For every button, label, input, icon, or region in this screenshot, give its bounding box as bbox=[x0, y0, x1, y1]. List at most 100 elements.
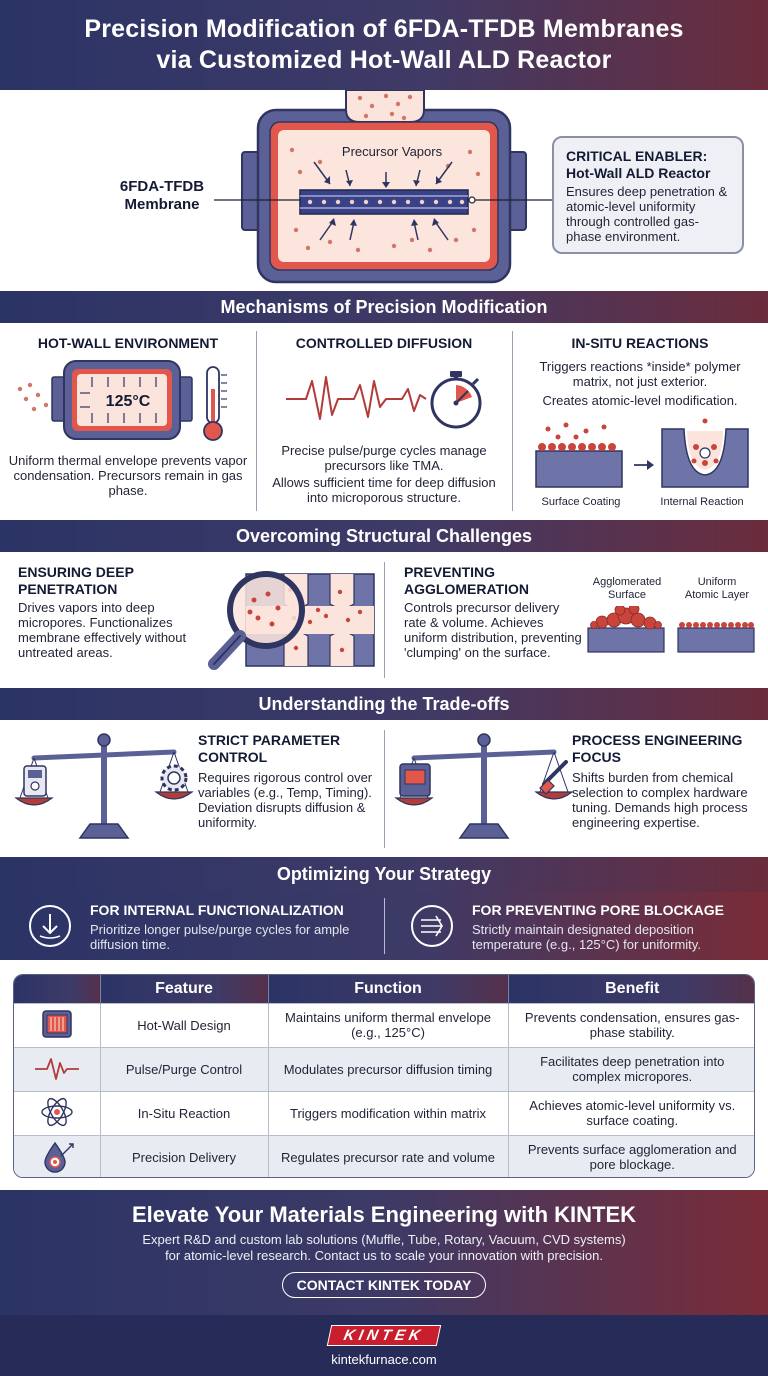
table-row: Hot-Wall Design Maintains uniform therma… bbox=[14, 1002, 754, 1047]
agglomeration-text: Controls precursor delivery rate & volum… bbox=[404, 600, 582, 660]
feature-table: Feature Function Benefit Hot-Wall Design… bbox=[13, 974, 755, 1178]
divider bbox=[512, 331, 513, 511]
agglomeration-title: PREVENTING AGGLOMERATION bbox=[404, 564, 529, 597]
table-header-row: Feature Function Benefit bbox=[14, 975, 754, 1003]
pore-blockage-title: FOR PREVENTING PORE BLOCKAGE bbox=[472, 902, 725, 918]
in-situ-title: IN-SITU REACTIONS bbox=[571, 335, 709, 351]
hot-wall-icon bbox=[17, 360, 227, 441]
membrane-dots bbox=[307, 199, 465, 205]
table-cell-benefit: Prevents condensation, ensures gas-phase… bbox=[508, 1002, 754, 1047]
page-title-line-1: Precision Modification of 6FDA-TFDB Memb… bbox=[84, 15, 684, 43]
downward-arrow-icon bbox=[29, 905, 71, 947]
membrane-label: 6FDA-TFDB Membrane bbox=[119, 178, 205, 213]
internal-functionalization-text: Prioritize longer pulse/purge cycles for… bbox=[90, 922, 350, 952]
membrane-pattern bbox=[300, 195, 468, 209]
pulse-timer-icon bbox=[286, 371, 482, 429]
tradeoffs-section: STRICT PARAMETER CONTROL Requires rigoro… bbox=[0, 720, 768, 856]
strict-parameter-title: STRICT PARAMETER CONTROL bbox=[198, 732, 341, 765]
table-cell-feature: In-Situ Reaction bbox=[100, 1090, 269, 1135]
table-header-icon bbox=[14, 975, 101, 1003]
process-engineering-title: PROCESS ENGINEERING FOCUS bbox=[572, 732, 743, 765]
uniform-label: Uniform Atomic Layer bbox=[684, 576, 750, 601]
reactor-diagram bbox=[214, 90, 552, 284]
challenges-section: ENSURING DEEP PENETRATION Drives vapors … bbox=[0, 552, 768, 687]
chamber-particles bbox=[289, 147, 481, 253]
table-cell-feature: Pulse/Purge Control bbox=[100, 1046, 269, 1091]
hot-wall-temperature: 125°C bbox=[105, 393, 151, 410]
inlet-particles bbox=[357, 93, 413, 121]
table-cell-feature: Hot-Wall Design bbox=[100, 1002, 269, 1047]
divider bbox=[384, 730, 385, 848]
callout-title-2: Hot-Wall ALD Reactor bbox=[566, 165, 711, 181]
surface-coating-label: Surface Coating bbox=[541, 496, 621, 508]
flow-arrows-icon bbox=[411, 905, 453, 947]
table-cell-icon bbox=[14, 1002, 101, 1047]
table-row: Pulse/Purge Control Modulates precursor … bbox=[14, 1046, 754, 1091]
table-row: Precision Delivery Regulates precursor r… bbox=[14, 1134, 754, 1177]
strict-parameter-text: Requires rigorous control over variables… bbox=[198, 770, 373, 830]
in-situ-text-1: Triggers reactions *inside* polymer matr… bbox=[539, 359, 741, 389]
mechanisms-section: HOT-WALL ENVIRONMENT 125°C Uniform therm… bbox=[0, 323, 768, 519]
pore-blockage-text: Strictly maintain designated deposition … bbox=[472, 922, 701, 952]
hot-wall-title: HOT-WALL ENVIRONMENT bbox=[37, 335, 219, 351]
controlled-diffusion-title: CONTROLLED DIFFUSION bbox=[295, 335, 473, 351]
internal-reaction-label: Internal Reaction bbox=[660, 496, 744, 508]
table-cell-benefit: Prevents surface agglomeration and pore … bbox=[508, 1134, 754, 1177]
website-link[interactable]: kintekfurnace.com bbox=[331, 1352, 437, 1367]
magnifier-pores-icon bbox=[208, 571, 375, 670]
pulse-icon bbox=[34, 1057, 79, 1080]
hero-section: Precursor Vapors 6FDA-TFDB Membrane bbox=[0, 90, 768, 290]
feature-table-grid: Feature Function Benefit Hot-Wall Design… bbox=[14, 975, 754, 1177]
table-row: In-Situ Reaction Triggers modification w… bbox=[14, 1090, 754, 1135]
agglomeration-comparison bbox=[587, 606, 755, 653]
table-cell-function: Maintains uniform thermal envelope (e.g.… bbox=[268, 1002, 509, 1047]
strategy-section: FOR INTERNAL FUNCTIONALIZATION Prioritiz… bbox=[0, 892, 768, 960]
table-cell-icon bbox=[14, 1046, 101, 1091]
table-cell-icon bbox=[14, 1090, 101, 1135]
strategy-heading: Optimizing Your Strategy bbox=[0, 857, 768, 892]
tradeoffs-heading: Understanding the Trade-offs bbox=[0, 688, 768, 720]
process-engineering-text: Shifts burden from chemical selection to… bbox=[572, 770, 748, 830]
scale-parameters-icon bbox=[14, 733, 194, 839]
internal-functionalization-title: FOR INTERNAL FUNCTIONALIZATION bbox=[90, 902, 344, 918]
table-cell-icon bbox=[14, 1134, 101, 1177]
critical-enabler-callout: CRITICAL ENABLER: Hot-Wall ALD Reactor E… bbox=[552, 136, 744, 254]
table-header-function: Function bbox=[268, 975, 509, 1003]
cta-text-2: for atomic-level research. Contact us to… bbox=[165, 1248, 603, 1263]
kintek-logo[interactable]: KINTEK bbox=[326, 1325, 442, 1346]
cta-title: Elevate Your Materials Engineering with … bbox=[131, 1202, 637, 1227]
table-cell-function: Modulates precursor diffusion timing bbox=[268, 1046, 509, 1091]
divider bbox=[384, 898, 385, 954]
cta-section: Elevate Your Materials Engineering with … bbox=[0, 1190, 768, 1315]
precision-drop-icon bbox=[44, 1141, 74, 1173]
deep-penetration-text: Drives vapors into deep micropores. Func… bbox=[18, 600, 187, 660]
precursor-vapors-label: Precursor Vapors bbox=[341, 144, 443, 159]
callout-leader-dot bbox=[468, 196, 476, 204]
diffusion-text-2: Allows sufficient time for deep diffusio… bbox=[272, 475, 496, 505]
table-cell-function: Regulates precursor rate and volume bbox=[268, 1134, 509, 1177]
divider bbox=[384, 562, 385, 678]
table-cell-benefit: Facilitates deep penetration into comple… bbox=[508, 1046, 754, 1091]
title-banner: Precision Modification of 6FDA-TFDB Memb… bbox=[0, 0, 768, 90]
atom-icon bbox=[41, 1097, 73, 1126]
cta-text-1: Expert R&D and custom lab solutions (Muf… bbox=[142, 1232, 626, 1247]
agglomerated-label: Agglomerated Surface bbox=[592, 576, 662, 601]
hot-wall-icon bbox=[42, 1009, 72, 1038]
page-title-line-2: via Customized Hot-Wall ALD Reactor bbox=[156, 46, 612, 74]
divider bbox=[256, 331, 257, 511]
contact-kintek-button[interactable]: CONTACT KINTEK TODAY bbox=[281, 1272, 487, 1298]
in-situ-diagram bbox=[535, 418, 749, 488]
table-cell-feature: Precision Delivery bbox=[100, 1134, 269, 1177]
mechanisms-heading: Mechanisms of Precision Modification bbox=[0, 291, 768, 323]
in-situ-text-2: Creates atomic-level modification. bbox=[542, 393, 738, 408]
table-cell-benefit: Achieves atomic-level uniformity vs. sur… bbox=[508, 1090, 754, 1135]
membrane bbox=[299, 189, 469, 215]
callout-text: Ensures deep penetration & atomic-level … bbox=[566, 184, 728, 244]
table-header-feature: Feature bbox=[100, 975, 269, 1003]
up-arrowheads bbox=[329, 218, 439, 226]
footer: KINTEK kintekfurnace.com bbox=[0, 1315, 768, 1376]
scale-engineering-icon bbox=[394, 733, 574, 839]
table-header-benefit: Benefit bbox=[508, 975, 754, 1003]
deep-penetration-title: ENSURING DEEP PENETRATION bbox=[18, 564, 134, 597]
table-cell-function: Triggers modification within matrix bbox=[268, 1090, 509, 1135]
